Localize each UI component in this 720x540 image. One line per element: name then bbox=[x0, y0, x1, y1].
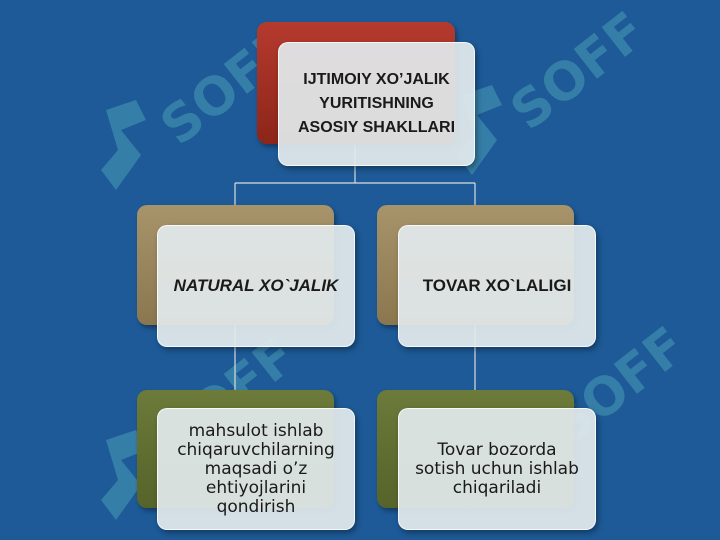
description-line: mahsulot ishlab bbox=[188, 420, 324, 441]
description-line: Tovar bozorda bbox=[437, 439, 557, 460]
natural-economy-node: NATURAL XO`JALIK bbox=[157, 225, 355, 347]
description-line: chiqaruvchilarning bbox=[177, 439, 335, 460]
description-line: qondirish bbox=[216, 496, 296, 517]
commodity-economy-heading: TOVAR XO`LALIGI bbox=[422, 276, 572, 295]
root-node-line1: IJTIMOIY XO’JALIK bbox=[303, 71, 450, 88]
description-line: maqsadi o’z bbox=[204, 458, 308, 479]
root-node-line3: ASOSIY SHAKLLARI bbox=[297, 119, 456, 136]
description-line: sotish uchun ishlab bbox=[415, 458, 579, 479]
root-node-line2: YURITISHNING bbox=[319, 95, 434, 112]
commodity-economy-description: Tovar bozorda sotish uchun ishlab chiqar… bbox=[398, 408, 596, 530]
root-node: IJTIMOIY XO’JALIK YURITISHNING ASOSIY SH… bbox=[278, 42, 475, 166]
description-line: ehtiyojlarini bbox=[205, 477, 307, 498]
description-line: chiqariladi bbox=[452, 477, 542, 498]
natural-economy-description: mahsulot ishlab chiqaruvchilarning maqsa… bbox=[157, 408, 355, 530]
commodity-economy-node: TOVAR XO`LALIGI bbox=[398, 225, 596, 347]
natural-economy-heading: NATURAL XO`JALIK bbox=[173, 276, 339, 295]
